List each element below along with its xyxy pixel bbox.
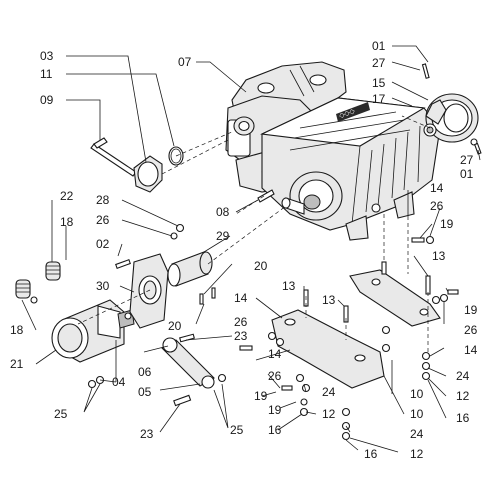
callout-12-c: 12 — [456, 389, 470, 403]
callout-18-top: 18 — [60, 215, 74, 229]
callout-23-a: 23 — [234, 329, 248, 343]
callout-09: 09 — [40, 93, 54, 107]
callout-26-b: 26 — [430, 199, 444, 213]
callout-19-b: 19 — [464, 303, 478, 317]
callout-16-b: 16 — [364, 447, 378, 461]
callout-12-a: 12 — [322, 407, 336, 421]
callout-01-top: 01 — [372, 39, 386, 53]
coupling-29 — [167, 251, 216, 305]
callout-25-b: 25 — [230, 423, 244, 437]
callout-14-b: 14 — [234, 291, 248, 305]
callout-13-b: 13 — [322, 293, 336, 307]
callout-12-b: 12 — [410, 447, 424, 461]
callout-26-d: 26 — [234, 315, 248, 329]
callout-13-a: 13 — [282, 279, 296, 293]
callout-16-a: 16 — [268, 423, 282, 437]
callout-30: 30 — [96, 279, 110, 293]
callout-16-c: 16 — [456, 411, 470, 425]
callout-04: 04 — [112, 375, 126, 389]
callout-17: 17 — [372, 92, 386, 106]
callout-18-left: 18 — [10, 323, 24, 337]
callout-27-top: 27 — [372, 56, 386, 70]
bolt-02 — [115, 259, 131, 269]
callout-labels: 01 27 15 17 27 01 03 11 07 09 22 18 18 2… — [10, 39, 478, 461]
callout-21: 21 — [10, 357, 24, 371]
callout-27-right: 27 — [460, 153, 474, 167]
pump-crankcase: ◇◇◇ — [225, 61, 441, 241]
callout-24-a: 24 — [322, 385, 336, 399]
callout-19-c: 19 — [254, 389, 268, 403]
bracket-10-right — [349, 269, 441, 327]
callout-26-e: 26 — [268, 369, 282, 383]
callout-22: 22 — [60, 189, 74, 203]
callout-29: 29 — [216, 229, 230, 243]
callout-15: 15 — [372, 76, 386, 90]
callout-05: 05 — [138, 385, 152, 399]
callout-25-a: 25 — [54, 407, 68, 421]
oil-cap-03 — [133, 155, 163, 193]
callout-14-d: 14 — [268, 347, 282, 361]
bracket-10-center — [271, 309, 385, 389]
washer-nut-set — [170, 223, 459, 441]
callout-20-b: 20 — [168, 319, 182, 333]
link-arm-05 — [87, 333, 227, 407]
callout-19-d: 19 — [268, 403, 282, 417]
callout-06: 06 — [138, 365, 152, 379]
rear-cover-15 — [421, 63, 482, 155]
callout-20-a: 20 — [254, 259, 268, 273]
callout-01-right: 01 — [460, 167, 474, 181]
callout-19-a: 19 — [440, 217, 454, 231]
callout-23-b: 23 — [140, 427, 154, 441]
seal-18-left — [15, 279, 38, 304]
callout-24-b: 24 — [410, 427, 424, 441]
leader-lines — [21, 45, 481, 453]
callout-24-d: 24 — [456, 369, 470, 383]
callout-26-c: 26 — [464, 323, 478, 337]
oil-dipstick-09 — [90, 137, 137, 177]
callout-03: 03 — [40, 49, 54, 63]
motor-21 — [51, 299, 135, 363]
callout-14-a: 14 — [430, 181, 444, 195]
callout-10-b: 10 — [410, 407, 424, 421]
flange-30 — [129, 253, 169, 329]
callout-08: 08 — [216, 205, 230, 219]
callout-02: 02 — [96, 237, 110, 251]
callout-11: 11 — [40, 67, 53, 81]
callout-13-c: 13 — [432, 249, 446, 263]
seal-22 — [45, 261, 61, 281]
callout-14-c: 14 — [464, 343, 478, 357]
callout-26-a: 26 — [96, 213, 110, 227]
callout-28: 28 — [96, 193, 110, 207]
callout-07: 07 — [178, 55, 192, 69]
callout-10-a: 10 — [410, 387, 424, 401]
